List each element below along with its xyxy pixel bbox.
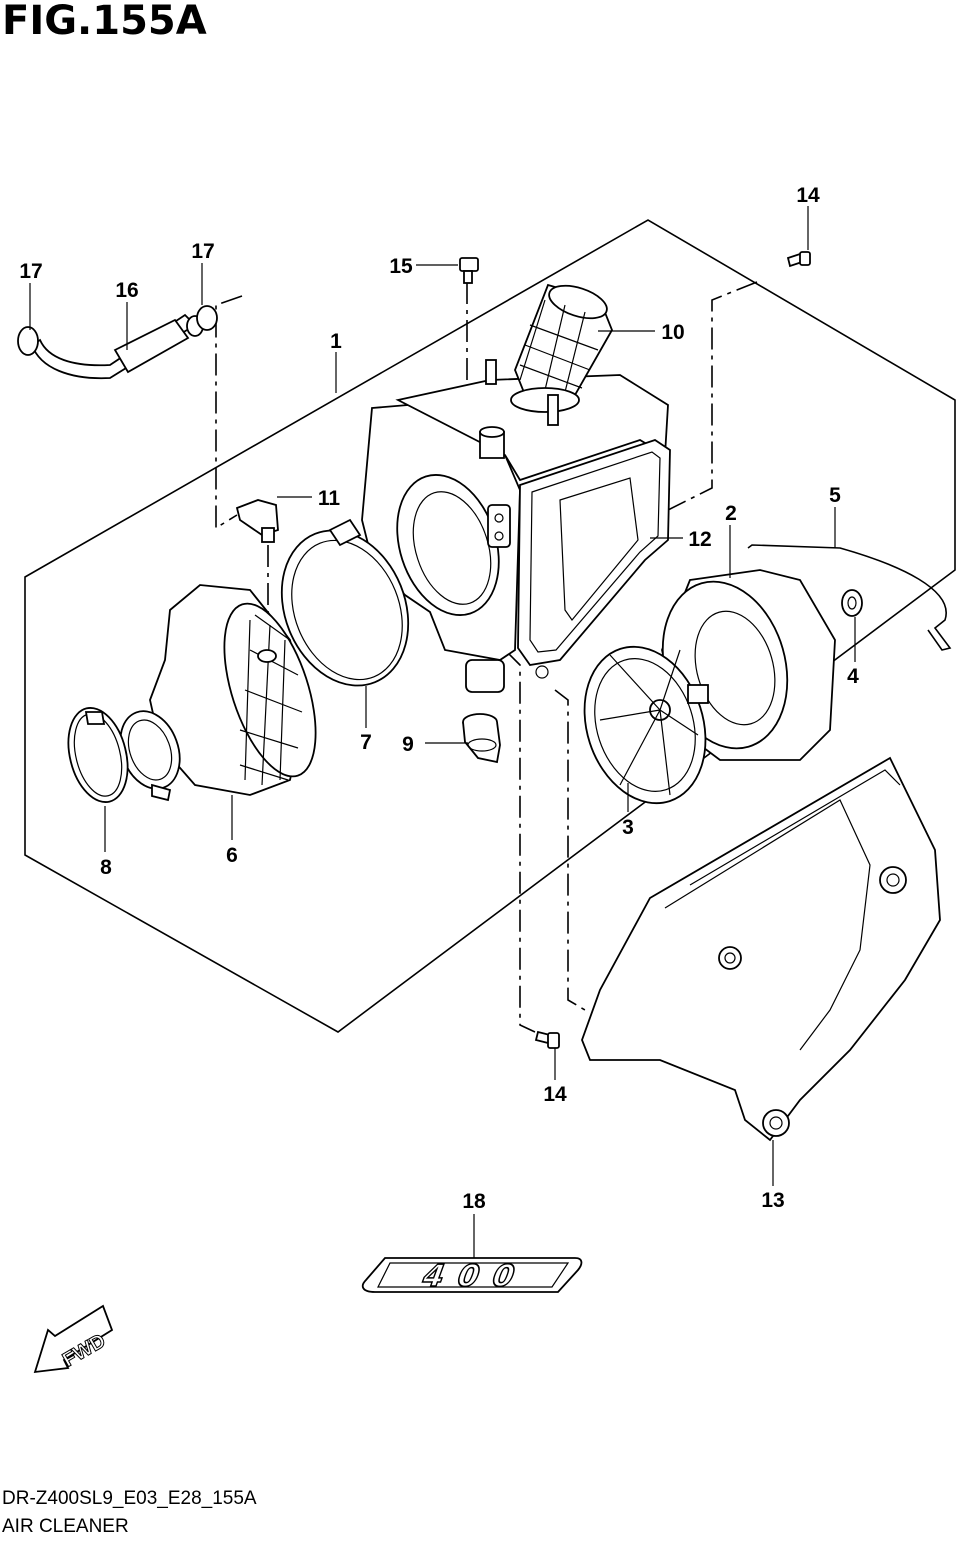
callout-11: 11 [318,487,341,510]
callout-12: 12 [688,528,711,551]
callout-5: 5 [829,484,841,507]
callout-16: 16 [115,279,138,302]
filter-cage-3 [583,645,709,805]
callout-8: 8 [100,856,112,879]
fwd-arrow-icon: FWD [33,1304,114,1374]
figure-name: AIR CLEANER [2,1516,129,1537]
grommet-9 [462,713,501,764]
intake-tube-10 [485,283,613,426]
callout-14-bottom: 14 [543,1083,567,1106]
ring-seal-7 [280,518,410,687]
washer-4 [841,589,863,617]
clamp-17-left [17,326,39,356]
screw-15 [459,257,479,284]
filter-frame-12 [517,439,671,679]
callout-1: 1 [330,330,342,353]
screw-14-top [786,251,811,268]
emblem-18: 400 [361,1257,583,1294]
callout-17-right: 17 [191,240,214,263]
figure-title: FIG.155A [2,0,207,44]
hose-clamp-8 [67,707,129,803]
callout-13: 13 [761,1189,784,1212]
figure-code: DR-Z400SL9_E03_E28_155A [2,1488,257,1509]
callout-3: 3 [622,816,634,839]
leader-lines [29,206,856,1258]
callout-17-left: 17 [19,260,42,283]
callout-7: 7 [360,731,372,754]
callout-labels: 1 2 3 4 5 6 7 8 9 10 11 12 13 14 14 15 1… [19,184,859,1213]
callout-15: 15 [389,255,413,278]
side-cover-13 [581,756,941,1142]
clamp-17-right [196,305,218,331]
callout-10: 10 [661,321,684,344]
callout-18: 18 [462,1190,486,1213]
callout-6: 6 [226,844,238,867]
assembly-boundary [24,219,956,1033]
callout-4: 4 [847,665,859,688]
breather-fitting-11 [235,499,279,543]
screw-14-bottom [534,1030,560,1049]
emblem-text: 400 [417,1259,534,1294]
callout-2: 2 [725,502,737,525]
wire-clip-5 [747,544,952,651]
breather-hose-16 [30,313,204,380]
callout-14-top: 14 [796,184,820,207]
inlet-boot-6 [119,584,317,802]
callout-9: 9 [402,733,414,756]
